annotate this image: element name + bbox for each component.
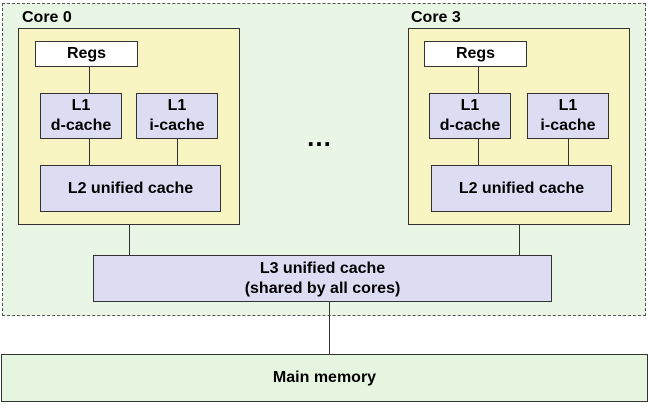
l3-unified-cache: L3 unified cache (shared by all cores) — [93, 255, 552, 302]
connector — [478, 67, 479, 93]
connector — [89, 67, 90, 93]
core-0-regs-label: Regs — [66, 45, 107, 62]
core-0-regs: Regs — [35, 41, 138, 67]
core-3-l2-cache: L2 unified cache — [431, 165, 612, 212]
core-3-l1-icache: L1 i-cache — [527, 93, 609, 139]
l1-icache-line2: i-cache — [149, 117, 205, 134]
connector — [568, 139, 569, 165]
core-0-l1-dcache: L1 d-cache — [40, 93, 122, 139]
core-0-label: Core 0 — [22, 9, 72, 26]
connector — [89, 139, 90, 165]
l1-dcache-line2: d-cache — [439, 117, 501, 134]
l2-cache-label: L2 unified cache — [67, 179, 194, 197]
connector — [478, 139, 479, 165]
connector — [519, 225, 520, 255]
connector — [329, 302, 330, 354]
main-memory-label: Main memory — [272, 369, 377, 386]
more-cores-ellipsis: … — [306, 122, 335, 152]
l1-icache-line1: L1 — [558, 97, 578, 114]
core-3-label: Core 3 — [411, 9, 461, 26]
l1-dcache-line1: L1 — [460, 97, 480, 114]
connector — [177, 139, 178, 165]
main-memory: Main memory — [1, 354, 648, 402]
l1-dcache-line1: L1 — [71, 97, 91, 114]
core-3-regs-label: Regs — [455, 45, 496, 62]
core-3-l1-dcache: L1 d-cache — [429, 93, 511, 139]
l1-icache-line1: L1 — [167, 97, 187, 114]
core-0-l2-cache: L2 unified cache — [40, 165, 221, 212]
l1-dcache-line2: d-cache — [50, 117, 112, 134]
connector — [129, 225, 130, 255]
l3-cache-label: L3 unified cache — [259, 259, 386, 277]
core-3-regs: Regs — [424, 41, 527, 67]
core-0-l1-icache: L1 i-cache — [136, 93, 218, 139]
l2-cache-label: L2 unified cache — [458, 179, 585, 197]
l1-icache-line2: i-cache — [540, 117, 596, 134]
l3-cache-sublabel: (shared by all cores) — [244, 279, 401, 297]
